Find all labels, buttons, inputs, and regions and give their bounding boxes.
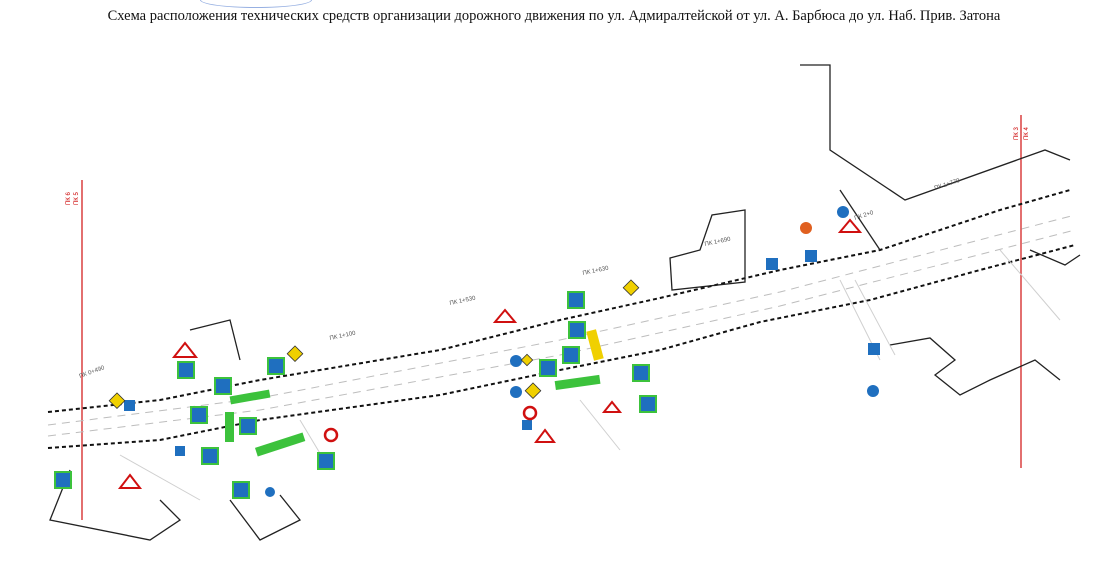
pk-label-4: ПК 1+630 bbox=[582, 265, 610, 276]
blue-signs bbox=[54, 250, 880, 499]
priority-road-signs bbox=[108, 279, 640, 410]
pk-label-7: ПК 2+0 bbox=[854, 210, 875, 222]
boundary-label-right-2: ПК 4 bbox=[1024, 127, 1030, 140]
pk-label-3: ПК 1+530 bbox=[449, 295, 477, 306]
boundary-label-left-1: ПК 6 bbox=[66, 192, 72, 205]
building-outlines bbox=[49, 64, 1081, 541]
pk-label-6: ПК 1+770 bbox=[934, 178, 962, 192]
lane-lines bbox=[47, 214, 1076, 437]
page-title: Схема расположения технических средств о… bbox=[107, 8, 1001, 24]
road-edges bbox=[47, 189, 1076, 449]
round-signs bbox=[265, 206, 879, 497]
boundary-label-left-2: ПК 5 bbox=[74, 192, 80, 205]
pavement-hatch bbox=[119, 249, 1061, 501]
pk-label-1: ПК 0+490 bbox=[79, 365, 106, 380]
warning-signs bbox=[117, 218, 863, 489]
pk-label-2: ПК 1+100 bbox=[329, 330, 357, 341]
pk-label-5: ПК 1+690 bbox=[704, 236, 732, 247]
boundary-label-right-1: ПК 3 bbox=[1014, 127, 1020, 140]
crosswalk-markings bbox=[225, 329, 604, 457]
